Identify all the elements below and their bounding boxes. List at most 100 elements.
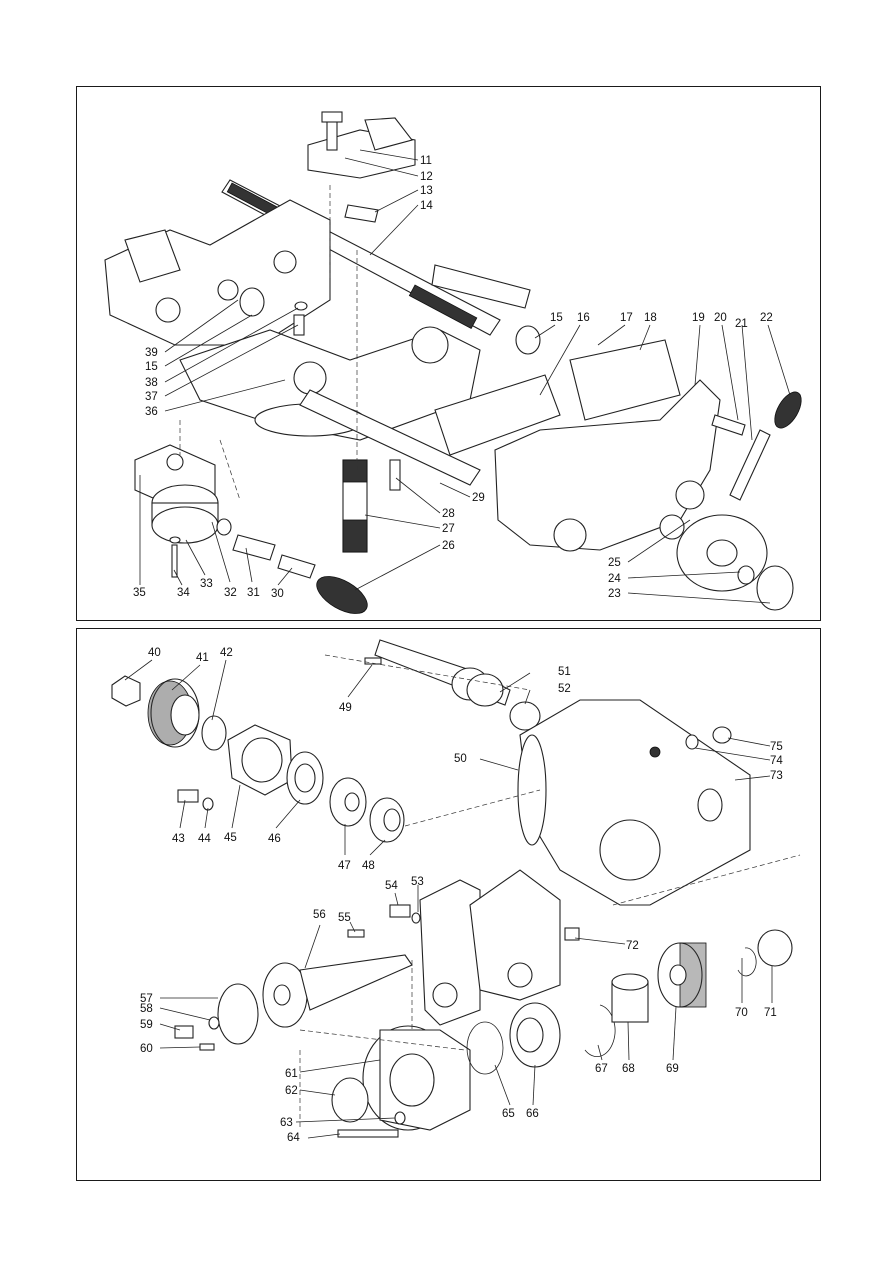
callout-label: 40 — [148, 647, 161, 659]
callout-label: 21 — [735, 318, 748, 330]
callout-label: 44 — [198, 833, 211, 845]
callout-label: 65 — [502, 1108, 515, 1120]
bolt-20 — [711, 414, 746, 436]
callout-label: 64 — [287, 1132, 300, 1144]
sleeve-31 — [232, 534, 276, 561]
callout-label: 52 — [558, 683, 571, 695]
cross-slide — [179, 326, 481, 486]
callout-label: 74 — [770, 755, 783, 767]
slide-plate-18 — [569, 339, 681, 421]
callout-label: 27 — [442, 523, 455, 535]
callout-label: 50 — [454, 753, 467, 765]
callout-label: 75 — [770, 741, 783, 753]
callout-label: 12 — [420, 171, 433, 183]
key-60 — [199, 1043, 215, 1051]
washer-63 — [394, 1111, 406, 1125]
circlip-67 — [584, 1004, 616, 1057]
callout-label: 29 — [472, 492, 485, 504]
callout-label: 46 — [268, 833, 281, 845]
callout-label: 56 — [313, 909, 326, 921]
upper-clamp — [307, 111, 416, 179]
needle-bearing-71 — [757, 929, 793, 967]
callout-label: 24 — [608, 573, 621, 585]
screw-64 — [337, 1129, 399, 1138]
screw-37 — [293, 314, 305, 336]
key-55 — [347, 929, 365, 938]
ring-15-right — [515, 325, 541, 355]
callout-label: 33 — [200, 578, 213, 590]
callout-label: 69 — [666, 1063, 679, 1075]
callout-label: 45 — [224, 832, 237, 844]
callout-label: 36 — [145, 406, 158, 418]
callout-label: 62 — [285, 1085, 298, 1097]
screw-54 — [389, 904, 411, 918]
callout-label: 19 — [692, 312, 705, 324]
cover-61 — [362, 1025, 471, 1131]
gear-69 — [657, 942, 707, 1008]
nut-32 — [216, 518, 232, 536]
callout-label: 70 — [735, 1007, 748, 1019]
o-ring-65 — [466, 1021, 504, 1075]
callout-label: 67 — [595, 1063, 608, 1075]
nut-40 — [111, 675, 141, 707]
washer-33 — [169, 536, 181, 544]
callout-label: 22 — [760, 312, 773, 324]
callout-label: 28 — [442, 508, 455, 520]
callout-label: 35 — [133, 587, 146, 599]
bush-52 — [509, 701, 541, 731]
sleeve-68 — [611, 973, 649, 1023]
housing-73 — [517, 699, 751, 906]
screw-43 — [177, 789, 199, 803]
callout-label: 49 — [339, 702, 352, 714]
washer-58 — [208, 1016, 220, 1030]
seal-62 — [331, 1077, 369, 1123]
top-assembly-drawing: 11 12 13 14 15 16 17 18 19 20 21 22 39 1… — [104, 111, 802, 614]
callout-label: 73 — [770, 770, 783, 782]
shaft-56 — [262, 954, 413, 1028]
callout-label: 72 — [626, 940, 639, 952]
key-13 — [344, 204, 379, 223]
callout-label: 66 — [526, 1108, 539, 1120]
callout-label: 58 — [140, 1003, 153, 1015]
pin-21 — [729, 429, 771, 501]
sleeve-42 — [201, 715, 227, 751]
callout-label: 54 — [385, 880, 398, 892]
callout-label: 18 — [644, 312, 657, 324]
knob-22 — [774, 391, 802, 429]
callout-label: 68 — [622, 1063, 635, 1075]
callout-label: 13 — [420, 185, 433, 197]
slide-plate-16 — [434, 374, 561, 456]
bottom-assembly-drawing: 40 41 42 51 52 49 75 74 73 50 43 44 45 4… — [111, 639, 801, 1144]
callout-label: 34 — [177, 587, 190, 599]
callout-label: 20 — [714, 312, 727, 324]
callout-label: 38 — [145, 377, 158, 389]
callout-label: 17 — [620, 312, 633, 324]
callout-label: 55 — [338, 912, 351, 924]
key-49 — [364, 657, 382, 665]
plug-75 — [712, 726, 732, 744]
stud-27 — [342, 459, 368, 553]
callout-label: 31 — [247, 587, 260, 599]
screw-59 — [174, 1025, 194, 1039]
callout-label: 25 — [608, 557, 621, 569]
callout-label: 26 — [442, 540, 455, 552]
fitting-72 — [564, 927, 580, 941]
callout-label: 53 — [411, 876, 424, 888]
gib-wedge — [431, 264, 531, 309]
callout-label: 60 — [140, 1043, 153, 1055]
knob-26 — [316, 576, 368, 614]
bracket-35 — [134, 444, 219, 544]
callout-label: 14 — [420, 200, 433, 212]
callout-label: 41 — [196, 652, 209, 664]
callout-label: 15 — [550, 312, 563, 324]
flange-45 — [227, 724, 293, 796]
worm-shaft-51 — [374, 639, 511, 707]
washer-74 — [685, 734, 699, 750]
callout-label: 32 — [224, 587, 237, 599]
callout-label: 59 — [140, 1019, 153, 1031]
base-casting — [494, 379, 721, 552]
handwheel-assembly — [676, 514, 794, 611]
washer-53 — [411, 912, 421, 924]
callout-label: 37 — [145, 391, 158, 403]
